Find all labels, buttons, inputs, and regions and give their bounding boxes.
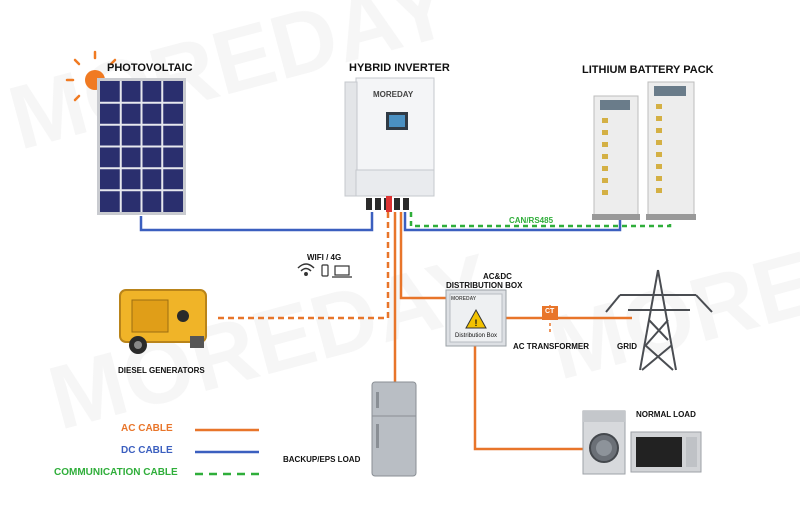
ac-cable-distbox [399, 212, 446, 300]
distribution-box-label: DISTRIBUTION BOX [446, 281, 523, 290]
battery-rack-left [592, 95, 640, 220]
can-rs485-label: CAN/RS485 [509, 216, 554, 225]
ac-transformer-label: AC TRANSFORMER [513, 342, 589, 351]
ac-cable-normal-load [473, 346, 583, 451]
hybrid-inverter-label: HYBRID INVERTER [349, 62, 450, 74]
diesel-generators-label: DIESEL GENERATORS [118, 366, 205, 375]
microwave [630, 431, 702, 473]
legend-ac-label: AC CABLE [121, 423, 173, 434]
dc-cable-battery [403, 212, 622, 232]
ac-cable-generator [215, 212, 390, 320]
sun-icon [65, 50, 117, 102]
acdc-label: AC&DC [483, 272, 512, 281]
legend-dc-label: DC CABLE [121, 445, 173, 456]
diesel-generator [119, 289, 207, 354]
washing-machine [582, 410, 626, 475]
ct-label: CT [545, 308, 555, 315]
inverter-brand-text: MOREDAY [373, 90, 414, 99]
wifi-4g-label: WIFI / 4G [307, 253, 342, 262]
backup-eps-load-label: BACKUP/EPS LOAD [283, 455, 361, 464]
grid-label: GRID [617, 342, 637, 351]
distribution-box-front-label: Distribution Box [455, 333, 498, 339]
svg-text:MOREDAY: MOREDAY [39, 236, 501, 450]
distbox-brand-text: MOREDAY [451, 296, 477, 302]
solar-panel [97, 78, 186, 215]
dc-cable-pv [139, 212, 374, 232]
battery-rack-right [646, 81, 696, 220]
hybrid-inverter [344, 77, 435, 212]
refrigerator [371, 381, 417, 477]
svg-text:!: ! [475, 318, 478, 328]
wifi-icon [297, 263, 315, 276]
lithium-battery-pack-label: LITHIUM BATTERY PACK [582, 64, 714, 76]
ct-box [542, 306, 558, 320]
phone-icon [321, 264, 329, 277]
laptop-icon [332, 265, 352, 278]
photovoltaic-label: PHOTOVOLTAIC [107, 62, 193, 74]
legend-comm-label: COMMUNICATION CABLE [54, 467, 178, 478]
distribution-box: ! [445, 289, 507, 347]
normal-load-label: NORMAL LOAD [636, 410, 696, 419]
transmission-tower [605, 269, 713, 371]
